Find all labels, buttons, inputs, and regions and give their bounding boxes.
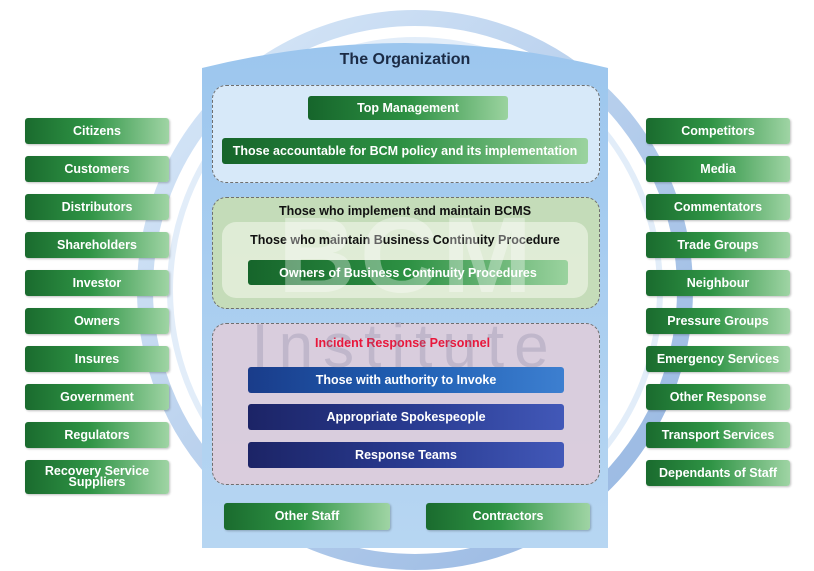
incident-title: Incident Response Personnel	[315, 336, 491, 350]
right-stakeholder-commentators: Commentators	[646, 194, 790, 220]
right-stakeholder-trade-groups: Trade Groups	[646, 232, 790, 258]
right-stakeholder-competitors: Competitors	[646, 118, 790, 144]
other-staff-box: Other Staff	[224, 503, 390, 530]
right-stakeholder-emergency-services: Emergency Services	[646, 346, 790, 372]
watermark-bcm: BCM	[278, 194, 536, 315]
implement-label: Those who implement and maintain BCMS	[278, 204, 532, 218]
spokespeople-bar: Appropriate Spokespeople	[248, 404, 564, 430]
watermark-institute: Institute	[251, 312, 559, 381]
top-management-bar: Top Management	[308, 96, 508, 120]
left-stakeholder-citizens: Citizens	[25, 118, 169, 144]
accountable-bar: Those accountable for BCM policy and its…	[222, 138, 588, 164]
authority-bar: Those with authority to Invoke	[248, 367, 564, 393]
right-stakeholder-media: Media	[646, 156, 790, 182]
contractors-box: Contractors	[426, 503, 590, 530]
left-stakeholder-insures: Insures	[25, 346, 169, 372]
left-stakeholder-customers: Customers	[25, 156, 169, 182]
response-teams-bar: Response Teams	[248, 442, 564, 468]
left-stakeholder-distributors: Distributors	[25, 194, 169, 220]
right-stakeholder-neighbour: Neighbour	[646, 270, 790, 296]
right-stakeholder-dependants-of-staff: Dependants of Staff	[646, 460, 790, 486]
left-stakeholder-government: Government	[25, 384, 169, 410]
right-stakeholder-pressure-groups: Pressure Groups	[646, 308, 790, 334]
left-stakeholder-shareholders: Shareholders	[25, 232, 169, 258]
left-stakeholder-regulators: Regulators	[25, 422, 169, 448]
left-stakeholder-owners: Owners	[25, 308, 169, 334]
organization-title: The Organization	[339, 51, 471, 68]
maintain-label: Those who maintain Business Continuity P…	[250, 233, 560, 247]
right-stakeholder-other-response: Other Response	[646, 384, 790, 410]
left-stakeholder-investor: Investor	[25, 270, 169, 296]
left-stakeholder-recovery-service-suppliers: Recovery Service Suppliers	[25, 460, 169, 494]
right-stakeholder-transport-services: Transport Services	[646, 422, 790, 448]
owners-bar: Owners of Business Continuity Procedures	[248, 260, 568, 285]
